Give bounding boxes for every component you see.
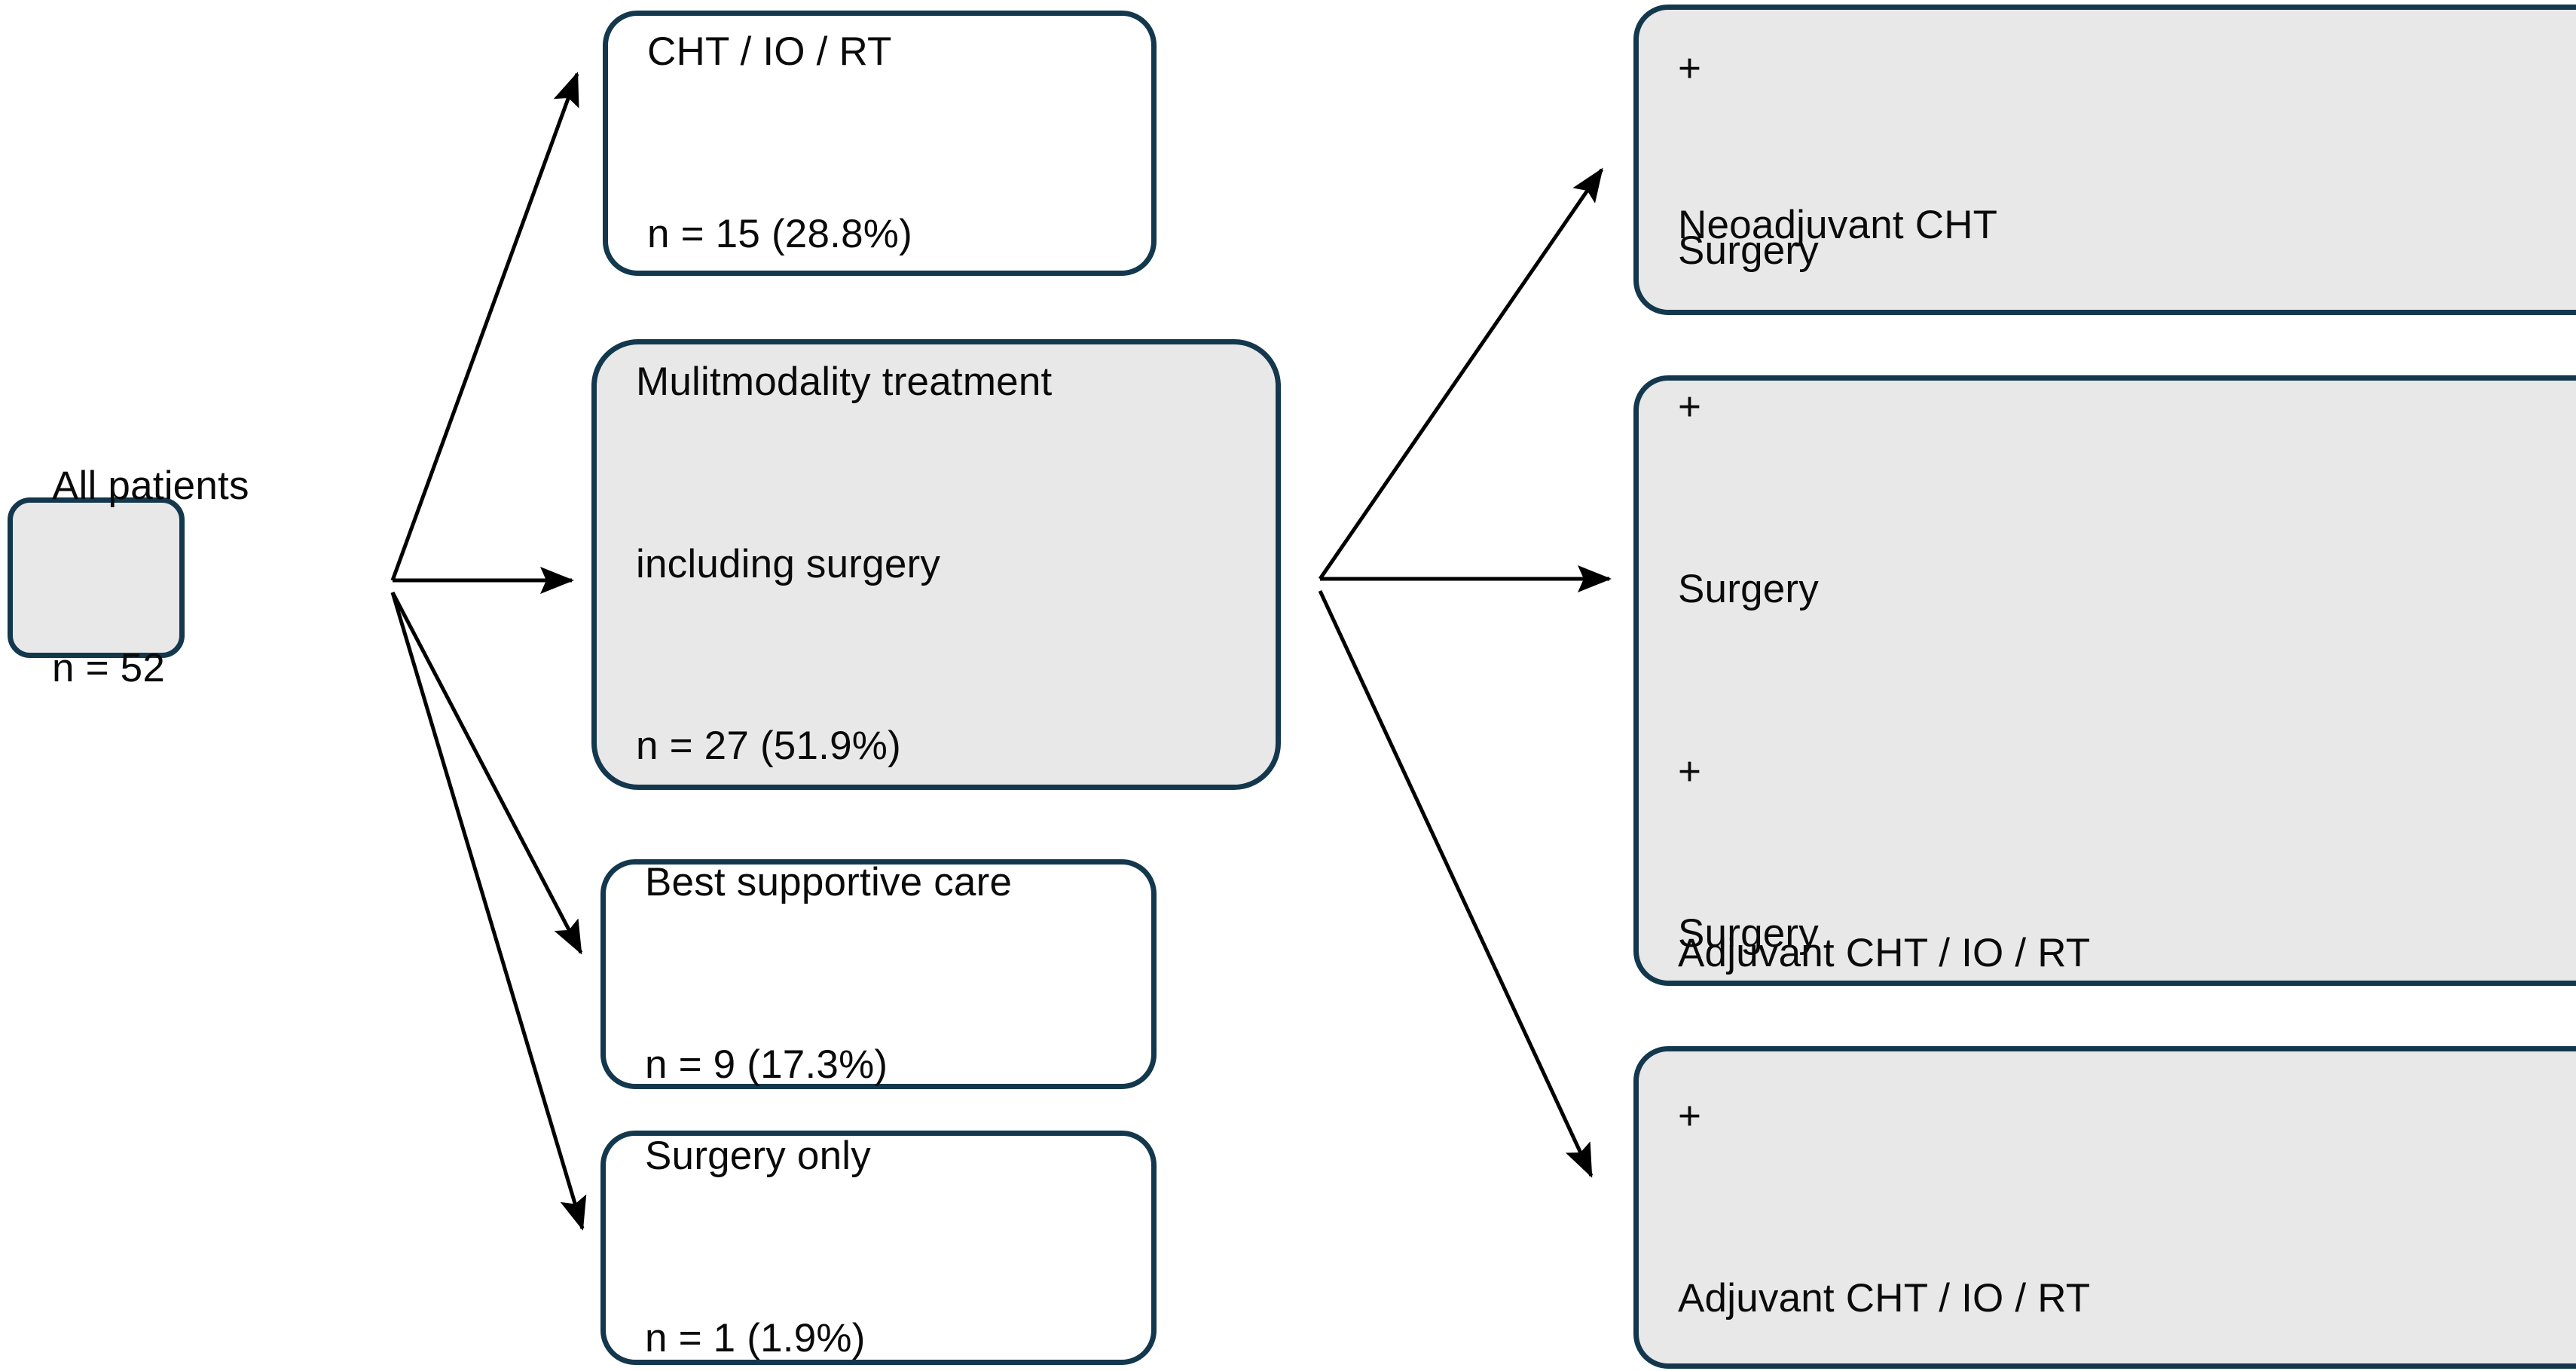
node-neoadjuvant-surgery[interactable]: Neoadjuvant CHT / RT + Surgery n = 16 (3… bbox=[1633, 5, 2576, 454]
node-neoadjuvant-surgery-adjuvant-line-4: Adjuvant CHT / IO / RT bbox=[1678, 931, 2091, 976]
node-surgery-adjuvant-text: Surgery + Adjuvant CHT / IO / RT n = 6 (… bbox=[1639, 782, 2576, 1371]
edge-all-to-best-supportive bbox=[390, 591, 583, 955]
edge-multi-to-neoadj-surgery bbox=[1318, 167, 1604, 580]
node-neoadjuvant-surgery-line-2: Surgery bbox=[1678, 228, 1819, 273]
edge-multi-to-surgery-adj bbox=[1318, 589, 1594, 1178]
node-surgery-adjuvant-line-2: Adjuvant CHT / IO / RT bbox=[1678, 1275, 2091, 1321]
node-cht-io-rt[interactable]: CHT / IO / RT n = 15 (28.8%) bbox=[603, 11, 1157, 276]
node-all-patients[interactable]: All patients n = 52 bbox=[8, 464, 249, 690]
node-best-supportive-care[interactable]: Best supportive care n = 9 (17.3%) bbox=[600, 859, 1157, 1089]
node-best-supportive-care-line-1: n = 9 (17.3%) bbox=[645, 1042, 888, 1088]
node-surgery-only-line-0: Surgery only bbox=[645, 1134, 871, 1179]
node-cht-io-rt-text: CHT / IO / RT n = 15 (28.8%) bbox=[608, 0, 1151, 386]
node-neoadjuvant-surgery-adjuvant-line-1: + bbox=[1678, 384, 1702, 430]
node-surgery-only[interactable]: Surgery only n = 1 (1.9%) bbox=[600, 1131, 1157, 1365]
node-neoadjuvant-surgery-line-1: + bbox=[1678, 45, 1702, 90]
node-cht-io-rt-line-0: CHT / IO / RT bbox=[647, 29, 892, 74]
node-neoadjuvant-surgery-adjuvant-line-2: Surgery bbox=[1678, 566, 1819, 611]
node-cht-io-rt-line-1: n = 15 (28.8%) bbox=[647, 211, 912, 256]
node-multimodality-line-2: n = 27 (51.9%) bbox=[636, 724, 901, 769]
node-surgery-only-text: Surgery only n = 1 (1.9%) bbox=[606, 1005, 1151, 1371]
edge-all-to-surgery-only bbox=[390, 592, 587, 1231]
node-all-patients-text: All patients n = 52 bbox=[13, 335, 249, 820]
node-all-patients-line-1: n = 52 bbox=[52, 646, 166, 691]
node-neoadjuvant-surgery-adjuvant[interactable]: Neoadjuvant CHT + Surgery + Adjuvant CHT… bbox=[1633, 203, 2576, 1158]
node-all-patients-line-0: All patients bbox=[52, 464, 249, 509]
edge-all-to-cht-io-rt bbox=[390, 72, 579, 581]
node-surgery-adjuvant-line-0: Surgery bbox=[1678, 911, 1819, 956]
node-multimodality-treatment[interactable]: Mulitmodality treatment including surger… bbox=[591, 339, 1281, 790]
node-multimodality-text: Mulitmodality treatment including surger… bbox=[597, 231, 1276, 898]
node-neoadjuvant-surgery-adjuvant-line-0: Neoadjuvant CHT bbox=[1678, 202, 1998, 247]
node-surgery-only-line-1: n = 1 (1.9%) bbox=[645, 1316, 866, 1361]
node-best-supportive-care-text: Best supportive care n = 9 (17.3%) bbox=[606, 731, 1151, 1216]
node-multimodality-line-0: Mulitmodality treatment bbox=[636, 360, 1053, 405]
node-multimodality-line-1: including surgery bbox=[636, 541, 941, 586]
node-neoadjuvant-surgery-adjuvant-line-3: + bbox=[1678, 748, 1702, 794]
node-surgery-adjuvant[interactable]: Surgery + Adjuvant CHT / IO / RT n = 6 (… bbox=[1633, 911, 2576, 1369]
node-surgery-adjuvant-line-1: + bbox=[1678, 1093, 1702, 1138]
node-best-supportive-care-line-0: Best supportive care bbox=[645, 860, 1013, 905]
